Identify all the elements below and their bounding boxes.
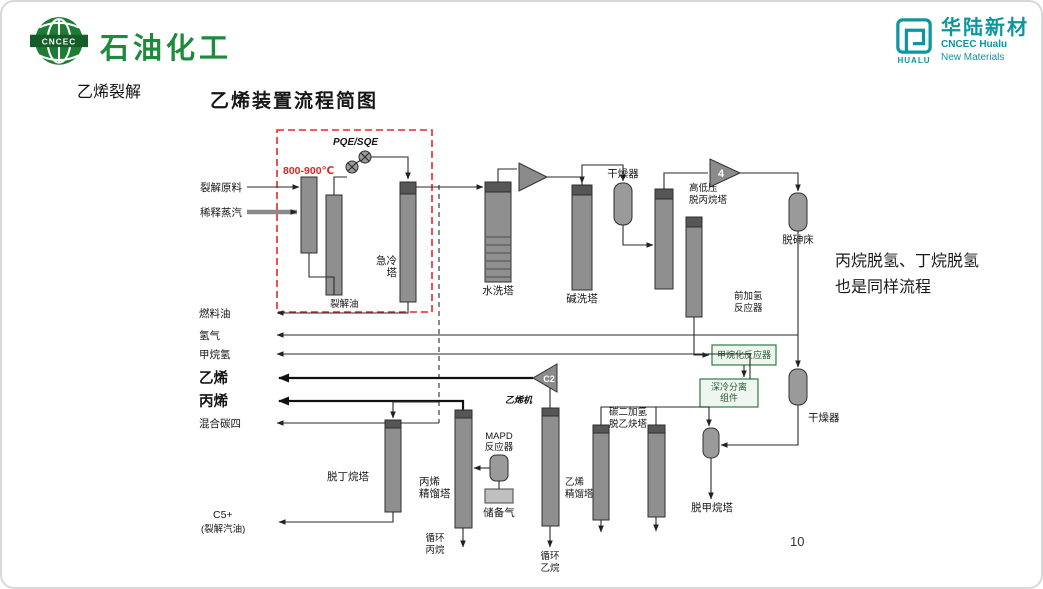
process-flow-diagram: 裂解原料 稀释蒸汽 PQE/SQE 800-900℃ 裂解油 急冷 塔 (199, 129, 840, 574)
recycle-propane-label-2: 丙烷 (425, 544, 445, 556)
cold-separation-label-2: 组件 (720, 392, 738, 403)
deacetylene-label-1: 碳二加氢 (609, 406, 648, 418)
line-dryer-to-depropanizer (622, 225, 654, 248)
side-note-line2: 也是同样流程 (835, 278, 932, 296)
petrochemical-brand-text: 石油化工 (100, 33, 233, 65)
cncec-logo: CNCEC 石油化工 (30, 14, 232, 72)
line-compressor1-to-caustic (547, 176, 585, 184)
deacetylene-label-2: 脱乙炔塔 (609, 418, 648, 430)
hualu-logo: HUALU 华陆新材 CNCEC Hualu New Materials (895, 17, 1029, 65)
line-compressor4-to-dearsenic (740, 172, 801, 192)
fuel-oil-label: 燃料油 (199, 307, 231, 320)
line-to-compressor4 (663, 172, 708, 189)
c2-compressor-label: C2 (543, 374, 555, 384)
hualu-icon-caption: HUALU (897, 56, 931, 65)
diagram-title: 乙烯装置流程简图 (210, 91, 379, 112)
propylene-tower-label-2: 精馏塔 (419, 487, 451, 500)
front-hydro-label-1: 前加氢 (734, 290, 763, 302)
cracking-furnace (300, 150, 411, 296)
hualu-brand-cn: 华陆新材 (941, 17, 1029, 39)
propylene-tower-label-1: 丙烯 (419, 475, 440, 488)
debutanizer-tower (384, 419, 402, 513)
line-to-methanation (693, 317, 710, 358)
caustic-wash-tower (571, 184, 593, 291)
page-number: 10 (790, 534, 805, 549)
c5-line (278, 512, 394, 525)
hualu-brand-sub: New Materials (941, 51, 1005, 63)
line-dryer2-to-demethanizer (720, 405, 799, 448)
compressor-4 (709, 158, 742, 188)
cracked-gasoline-label: (裂解汽油) (201, 523, 245, 535)
dearsenication-bed-vessel (788, 192, 808, 232)
propylene-label: 丙烯 (199, 392, 228, 410)
methane-hydrogen-label: 甲烷氢 (199, 348, 231, 361)
quench-tower-label-2: 塔 (387, 266, 398, 279)
reserve-gas-label: 储备气 (483, 506, 515, 519)
recycle-propane-label-1: 循环 (425, 532, 444, 544)
hydrogen-label: 氢气 (199, 329, 220, 342)
line-to-debutanizer (390, 401, 439, 419)
front-hydro-label-2: 反应器 (734, 302, 763, 314)
furnace-highlight-box (276, 129, 433, 313)
depropanizer-label-2: 脱丙烷塔 (689, 194, 728, 206)
propylene-tower (454, 409, 473, 529)
recycle-ethane-label-2: 乙烷 (540, 562, 560, 574)
ethylene-tower-label-2: 精馏塔 (565, 488, 594, 500)
fuel-oil-line (276, 302, 409, 316)
reserve-gas-box (484, 488, 514, 504)
ethylene-machine-label: 乙烯机 (505, 395, 533, 405)
mapd-label-2: 反应器 (485, 441, 514, 453)
water-wash-label: 水洗塔 (482, 284, 514, 297)
c5-plus-label: C5+ (213, 509, 233, 521)
dryer-top-vessel (613, 182, 633, 226)
side-note: 丙烷脱氢、丁烷脱氢 也是同样流程 (835, 249, 1040, 300)
cncec-emblem-icon: CNCEC (30, 17, 88, 65)
ethylene-label: 乙烯 (199, 369, 228, 387)
demethanizer-column (647, 424, 666, 518)
feed-label: 裂解原料 (200, 181, 242, 194)
methane-hydrogen-line (276, 351, 751, 379)
ethylene-tower (541, 407, 610, 527)
section-label: 乙烯裂解 (77, 84, 142, 101)
caustic-wash-label: 碱洗塔 (566, 292, 598, 305)
mixed-c4-label: 混合碳四 (199, 417, 241, 430)
quench-tower-label-1: 急冷 (376, 254, 397, 267)
line-to-demethanizer (600, 406, 712, 427)
dryer-right-vessel (788, 368, 808, 406)
mapd-reactor-vessel (489, 454, 509, 482)
emblem-text: CNCEC (42, 38, 77, 47)
quench-tower (399, 181, 417, 303)
hp-lp-depropanizer (654, 188, 703, 318)
dryer-right-label: 干燥器 (808, 412, 840, 424)
cold-separation-label-1: 深冷分离 (711, 381, 747, 392)
dryer-top-label: 干燥器 (607, 168, 639, 180)
side-note-line1: 丙烷脱氢、丁烷脱氢 (835, 253, 980, 270)
water-wash-tower (484, 181, 512, 283)
ethylene-tower-label-1: 乙烯 (565, 476, 585, 488)
debutanizer-label: 脱丁烷塔 (327, 470, 369, 483)
temperature-label: 800-900℃ (283, 165, 334, 177)
hualu-brand-en: CNCEC Hualu (941, 39, 1008, 50)
cracked-gas-compressor (518, 162, 549, 192)
demethanizer-drum (702, 427, 720, 459)
propylene-line (278, 396, 465, 410)
c2-compressor (532, 363, 558, 393)
line-caustic-to-dryer (581, 164, 626, 185)
demethanizer-label: 脱甲烷塔 (691, 501, 733, 514)
compressor-4-label: 4 (718, 168, 725, 180)
line-to-compressor1 (497, 168, 517, 182)
cold-separation-box (699, 378, 759, 408)
mapd-label-1: MAPD (485, 431, 513, 442)
recycle-ethane-label-1: 循环 (540, 550, 559, 562)
cracked-oil-label: 裂解油 (330, 298, 359, 310)
dilution-steam-label: 稀释蒸汽 (200, 206, 242, 219)
hualu-icon (896, 18, 932, 54)
pqe-sqe-label: PQE/SQE (333, 137, 378, 148)
